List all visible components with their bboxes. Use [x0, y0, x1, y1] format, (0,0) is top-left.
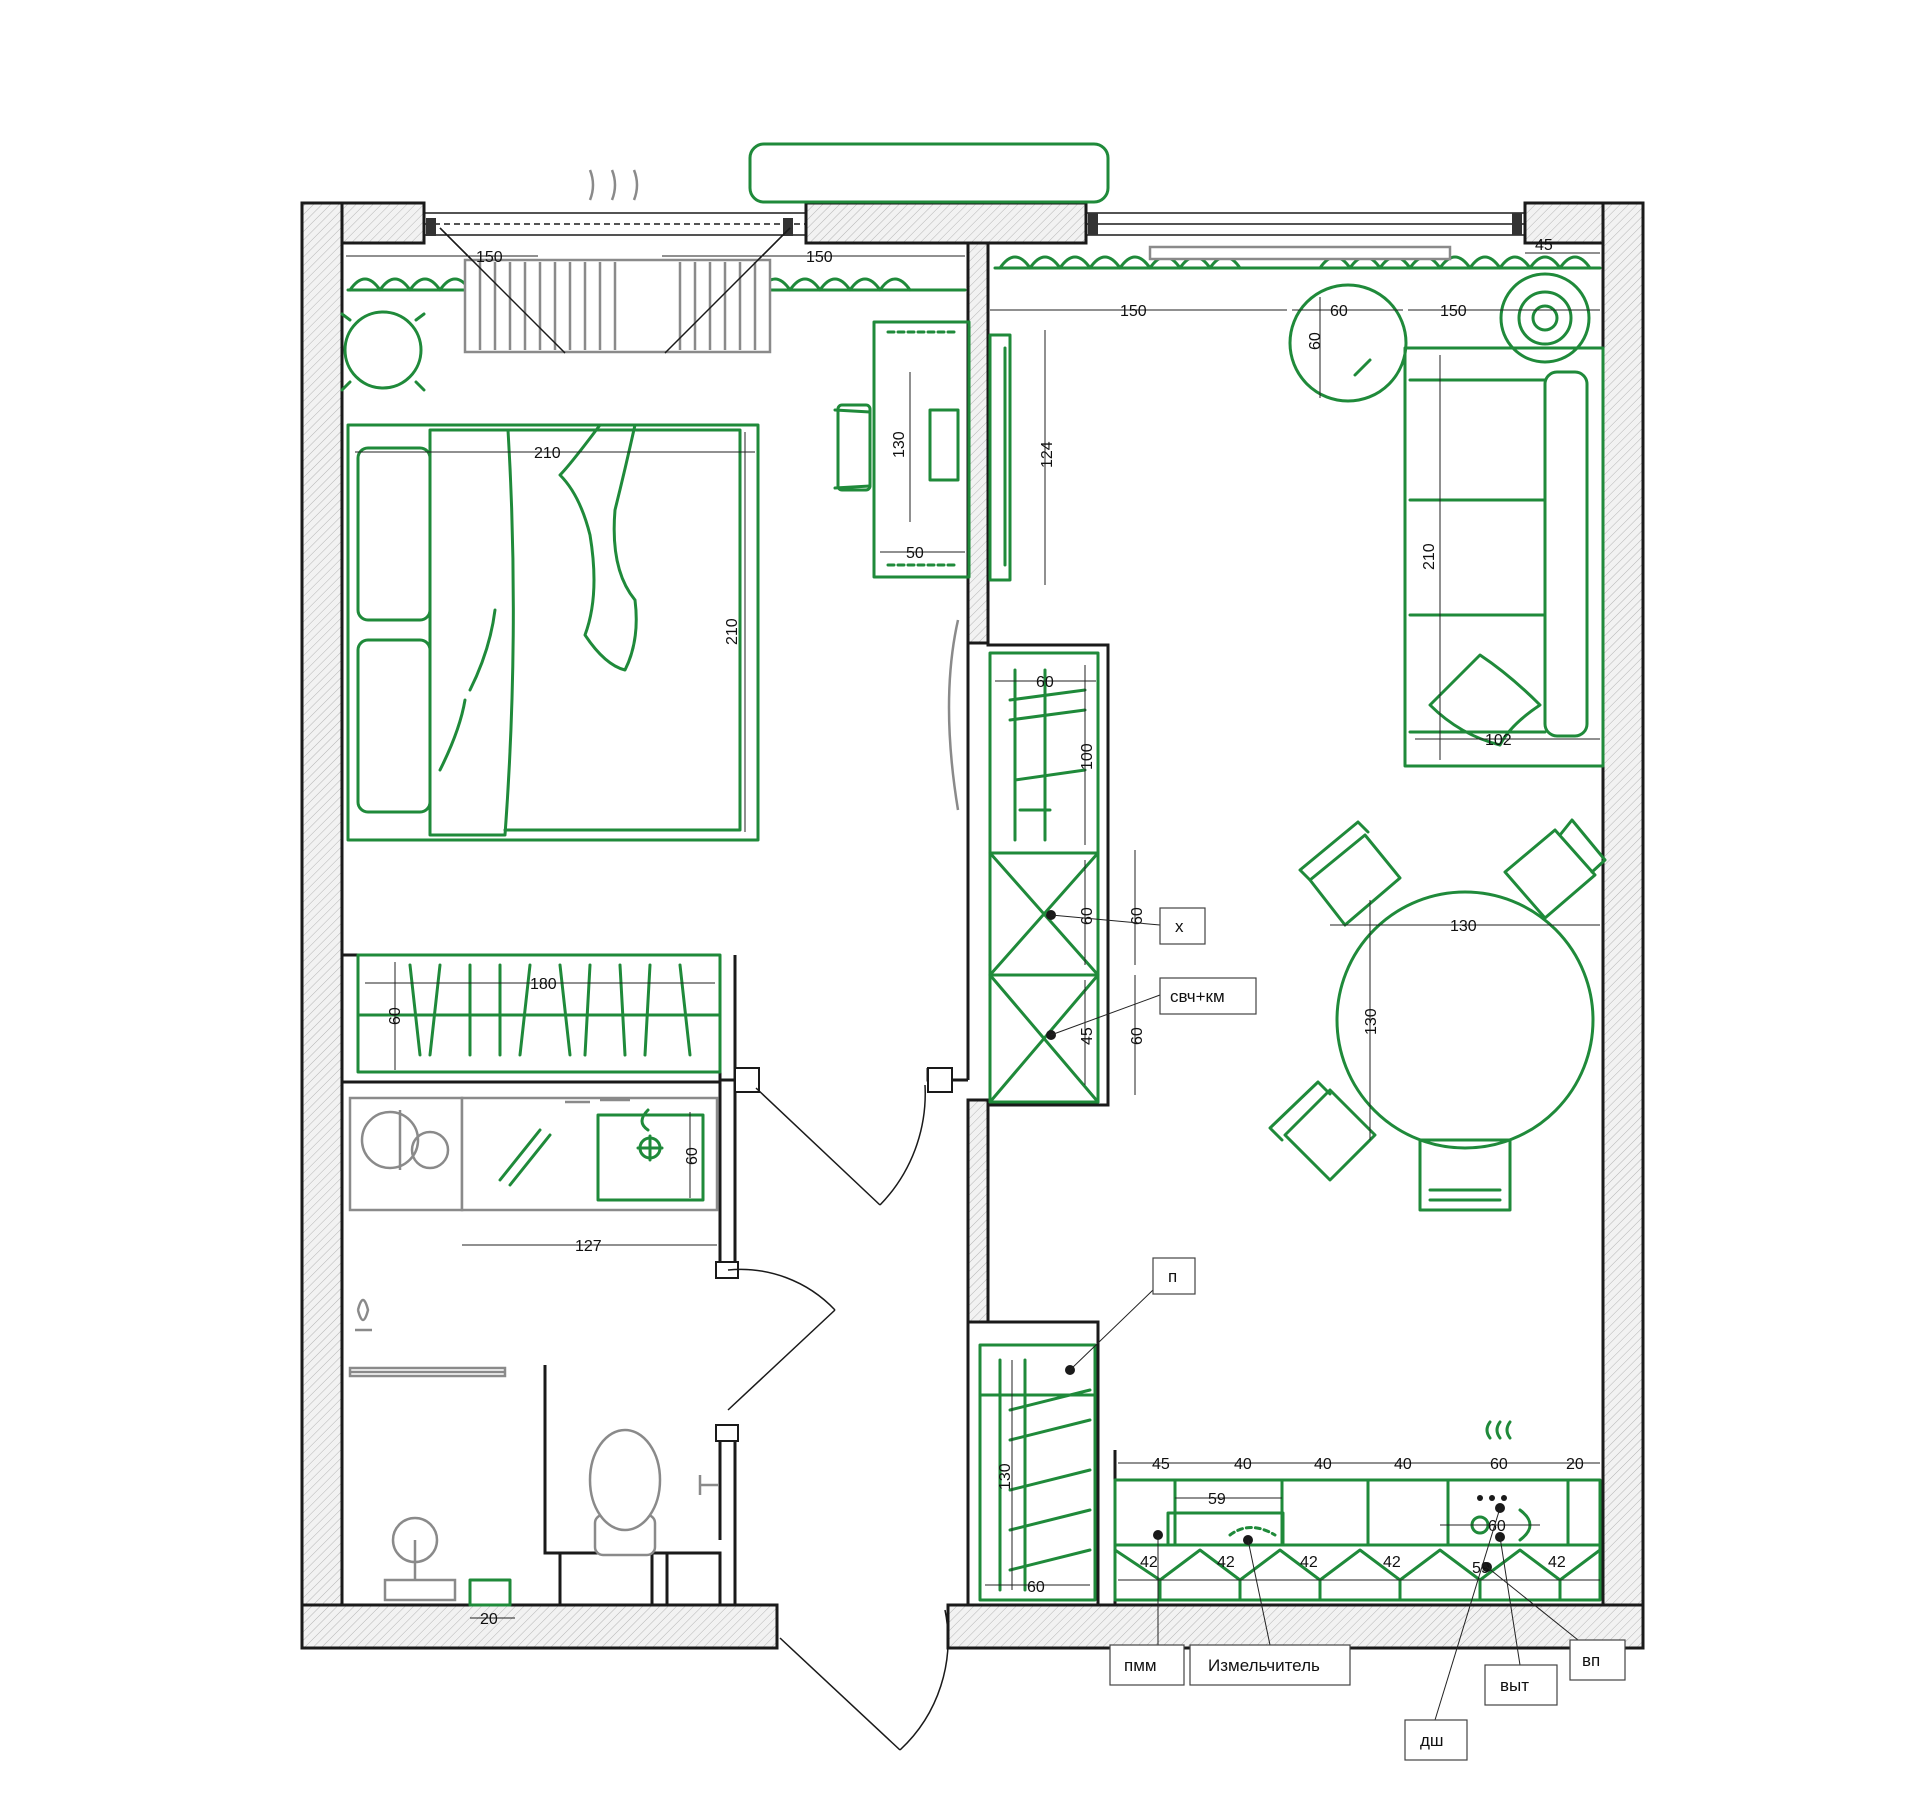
doors[interactable] — [727, 619, 960, 1751]
interior-walls — [340, 243, 1117, 1605]
side-table-icon — [1288, 283, 1408, 403]
bedroom-closet — [356, 953, 722, 1074]
floor-lamp-icon — [1499, 272, 1591, 364]
bathroom — [348, 1096, 719, 1607]
chair-icon — [1268, 1080, 1377, 1182]
dim-dining-height: 130 — [1363, 1008, 1380, 1035]
hall-closet — [978, 1343, 1097, 1602]
label-dsh: дш — [1420, 1731, 1444, 1750]
dim-cab-mw-60: 60 — [1129, 1027, 1146, 1045]
dim-kitchen-top-5: 60 — [1490, 1456, 1508, 1473]
dim-round-table: 60 — [1330, 303, 1348, 320]
dim-bedroom-window-right: 150 — [806, 249, 833, 266]
chair-icon — [1418, 1138, 1512, 1212]
bedroom — [340, 227, 1012, 1074]
dim-desk-width: 50 — [906, 545, 924, 562]
kitchen — [1113, 1420, 1602, 1602]
dim-living-right: 150 — [1440, 303, 1467, 320]
dim-bed-width: 210 — [534, 445, 561, 462]
dim-sofa-length: 210 — [1421, 543, 1438, 570]
living-room — [993, 245, 1607, 1212]
label-disposer: Измельчитель — [1208, 1656, 1320, 1675]
dim-cab-x-b: 60 — [1129, 907, 1146, 925]
dim-kitchen-bottom-1: 42 — [1140, 1554, 1158, 1571]
dim-vanity-depth: 60 — [684, 1147, 701, 1165]
sofa — [1403, 346, 1605, 768]
dimension-labels: 150 150 45 150 60 150 60 130 50 124 210 … — [387, 237, 1584, 1628]
dim-cab-mw-45: 45 — [1079, 1027, 1096, 1045]
dim-bedroom-closet-depth: 60 — [387, 1007, 404, 1025]
annotation-labels: х свч+км п пмм Измельчитель дш выт вп — [1050, 907, 1626, 1761]
dim-kitchen-top-3: 40 — [1314, 1456, 1332, 1473]
armchair-icon — [340, 310, 426, 392]
dim-kitchen-bottom-6: 42 — [1548, 1554, 1566, 1571]
dim-hall-closet-height: 130 — [997, 1463, 1014, 1490]
dim-desk-height: 130 — [891, 431, 908, 458]
dim-kitchen-bottom-2: 42 — [1217, 1554, 1235, 1571]
chair-icon — [1298, 820, 1402, 927]
hall-wardrobe — [988, 651, 1100, 1104]
bed — [346, 423, 760, 842]
radiator — [463, 258, 772, 354]
dim-kitchen-top-6: 20 — [1566, 1456, 1584, 1473]
label-dishwasher: пмм — [1124, 1656, 1157, 1675]
tv — [988, 333, 1012, 582]
label-x: х — [1175, 917, 1184, 936]
dim-kitchen-sink: 59 — [1208, 1491, 1226, 1508]
chair-icon — [1503, 818, 1607, 920]
dim-kitchen-top-1: 45 — [1152, 1456, 1170, 1473]
dim-bed-length: 210 — [724, 618, 741, 645]
dim-living-left: 150 — [1120, 303, 1147, 320]
label-vp: вп — [1582, 1651, 1600, 1670]
dim-kitchen-bottom-3: 42 — [1300, 1554, 1318, 1571]
dim-round-table-vertical: 60 — [1307, 332, 1324, 350]
dim-cab-x-a: 60 — [1079, 907, 1096, 925]
label-microwave: свч+км — [1170, 987, 1225, 1006]
dim-kitchen-oven: 60 — [1488, 1518, 1506, 1535]
dim-bedroom-window-left: 150 — [476, 249, 503, 266]
label-hood: выт — [1500, 1676, 1529, 1695]
dim-wardrobe-width: 60 — [1036, 674, 1054, 691]
dining-set — [1268, 818, 1607, 1212]
dim-kitchen-top-4: 40 — [1394, 1456, 1412, 1473]
desk — [833, 320, 971, 579]
dim-sofa-depth: 102 — [1485, 732, 1512, 749]
dim-hall-closet-depth: 60 — [1027, 1579, 1045, 1596]
outer-walls — [300, 201, 1645, 1650]
dim-bath-length: 127 — [575, 1238, 602, 1255]
dim-wardrobe-height: 100 — [1079, 743, 1096, 770]
dimension-lines — [346, 252, 1600, 1619]
dim-bedroom-closet-width: 180 — [530, 976, 557, 993]
dim-bath-bottom-gap: 20 — [480, 1611, 498, 1628]
dim-living-window-gap: 45 — [1535, 237, 1553, 254]
windows — [423, 142, 1526, 354]
dim-kitchen-bottom-4: 42 — [1383, 1554, 1401, 1571]
dim-tv-length: 124 — [1039, 441, 1056, 468]
label-p: п — [1168, 1267, 1177, 1286]
dim-kitchen-top-2: 40 — [1234, 1456, 1252, 1473]
dim-dining-width: 130 — [1450, 918, 1477, 935]
